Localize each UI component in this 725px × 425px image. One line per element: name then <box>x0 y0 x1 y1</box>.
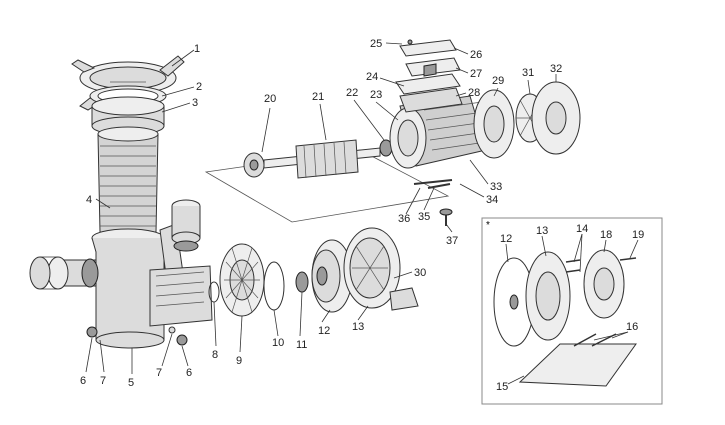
pump-housing <box>29 223 213 349</box>
terminal-box <box>395 39 461 95</box>
callout-23: 23 <box>370 89 382 101</box>
callout-7-right: 7 <box>156 367 162 379</box>
callout-34: 34 <box>486 194 498 206</box>
callout-20: 20 <box>264 93 276 105</box>
inset-callout-15: 15 <box>496 381 508 393</box>
rotor-shaft <box>263 139 381 179</box>
callout-29: 29 <box>492 75 504 87</box>
callout-7-left: 7 <box>100 375 106 387</box>
callout-3: 3 <box>192 97 198 109</box>
union-fitting <box>171 199 201 252</box>
callout-4: 4 <box>86 194 92 206</box>
callout-6-right: 6 <box>186 367 192 379</box>
callout-1: 1 <box>194 43 200 55</box>
callout-11: 11 <box>296 339 307 351</box>
inset-callout-13: 13 <box>536 225 548 237</box>
callout-9: 9 <box>236 355 242 367</box>
callout-28: 28 <box>468 87 480 99</box>
motor-housing <box>389 87 487 169</box>
callout-6-left: 6 <box>80 375 86 387</box>
callout-24: 24 <box>366 71 378 83</box>
motor-base-parts <box>413 179 453 226</box>
inset-callout-19: 19 <box>632 229 644 241</box>
diffuser <box>219 243 265 317</box>
callout-25: 25 <box>370 38 382 50</box>
callout-10: 10 <box>272 337 284 349</box>
callout-37: 37 <box>446 235 458 247</box>
inset-callout-18: 18 <box>600 229 612 241</box>
inset-callout-12: 12 <box>500 233 512 245</box>
callout-2: 2 <box>196 81 202 93</box>
callout-13: 13 <box>352 321 364 333</box>
inset-marker: * <box>486 220 490 231</box>
fan-cover <box>531 81 581 155</box>
inset-callout-16: 16 <box>626 321 638 333</box>
callout-33: 33 <box>490 181 502 193</box>
inset-callout-14: 14 <box>576 223 588 235</box>
drain-plugs <box>86 326 188 346</box>
callout-21: 21 <box>312 91 324 103</box>
callout-labels: 1 2 3 4 5 6 7 7 6 8 9 10 11 12 13 30 20 … <box>80 38 644 393</box>
callout-27: 27 <box>470 68 482 80</box>
strainer-basket <box>97 126 159 233</box>
impeller-nut <box>295 271 309 293</box>
callout-31: 31 <box>522 67 534 79</box>
motor-rear-cover <box>473 89 515 159</box>
bearing <box>243 152 265 178</box>
callout-35: 35 <box>418 211 430 223</box>
impeller <box>311 239 353 313</box>
lid-ring <box>91 96 165 136</box>
inset-base <box>518 343 637 387</box>
callout-26: 26 <box>470 49 482 61</box>
callout-8: 8 <box>212 349 218 361</box>
strainer-lid <box>71 55 185 111</box>
callout-5: 5 <box>128 377 134 389</box>
leader-lines <box>85 42 639 385</box>
callout-12: 12 <box>318 325 330 337</box>
callout-32: 32 <box>550 63 562 75</box>
inset-detail: * <box>481 217 663 405</box>
seal-plate <box>343 227 419 311</box>
diffuser-gasket <box>263 261 285 311</box>
callout-22: 22 <box>346 87 358 99</box>
callout-36: 36 <box>398 213 410 225</box>
callout-30: 30 <box>414 267 426 279</box>
